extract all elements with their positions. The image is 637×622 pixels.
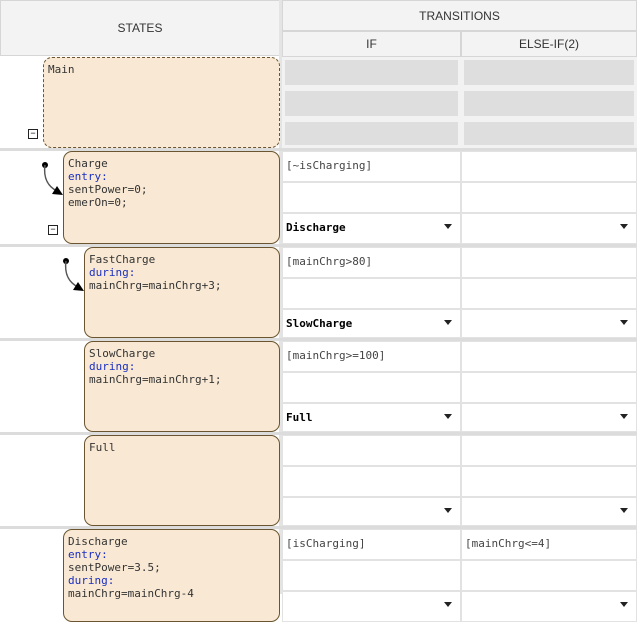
destination-dropdown[interactable] [461,497,637,526]
placeholder-cell [461,119,637,148]
if-condition-cell[interactable]: [mainChrg>80] [282,247,461,278]
if-column-header: IF [282,31,461,57]
destination-text: Discharge [286,221,346,234]
state-action-keyword: entry: [68,548,108,561]
else-if-condition-cell[interactable] [461,247,637,278]
else-if-column-header: ELSE-IF(2) [461,31,637,57]
state-name: Charge [68,157,108,170]
collapse-icon[interactable]: − [48,225,58,235]
placeholder-cell [282,88,461,119]
chevron-down-icon[interactable] [620,602,628,607]
state-action-keyword: entry: [68,170,108,183]
else-if-action-cell[interactable] [461,372,637,403]
state-box[interactable]: Main [43,57,280,148]
chevron-down-icon[interactable] [620,508,628,513]
else-if-action-cell[interactable] [461,560,637,591]
chevron-down-icon[interactable] [444,508,452,513]
destination-dropdown[interactable] [282,591,461,622]
else-if-action-cell[interactable] [461,278,637,309]
state-name: FastCharge [89,253,156,266]
placeholder-cell [282,119,461,148]
state-name: SlowCharge [89,347,156,360]
if-action-cell[interactable] [282,278,461,309]
if-action-cell[interactable] [282,466,461,497]
state-action: sentPower=0; [68,183,148,196]
destination-dropdown[interactable]: Full [282,403,461,432]
if-action-cell[interactable] [282,372,461,403]
state-action-keyword: during: [68,574,115,587]
condition-text: [isCharging] [286,537,366,550]
state-action-keyword: during: [89,360,136,373]
state-action: sentPower=3.5; [68,561,161,574]
chevron-down-icon[interactable] [620,224,628,229]
destination-text: Full [286,411,313,424]
states-header: STATES [0,0,280,56]
condition-text: [mainChrg>80] [286,255,373,268]
destination-dropdown[interactable]: Discharge [282,213,461,244]
chevron-down-icon[interactable] [620,320,628,325]
column-divider[interactable] [279,0,282,594]
state-action: mainChrg=mainChrg+1; [89,373,222,386]
else-if-condition-cell[interactable]: [mainChrg<=4] [461,529,637,560]
destination-dropdown[interactable] [461,309,637,338]
condition-text: [mainChrg<=4] [465,537,552,550]
row-separator [0,244,637,247]
chevron-down-icon[interactable] [444,224,452,229]
destination-dropdown[interactable] [461,403,637,432]
state-action-keyword: during: [89,266,136,279]
state-name: Main [48,63,75,76]
chevron-down-icon[interactable] [620,414,628,419]
row-separator [0,432,637,435]
if-condition-cell[interactable]: [mainChrg>=100] [282,341,461,372]
destination-dropdown[interactable] [461,591,637,622]
else-if-condition-cell[interactable] [461,435,637,466]
if-condition-cell[interactable]: [~isCharging] [282,151,461,182]
state-name: Full [89,441,116,454]
if-condition-cell[interactable]: [isCharging] [282,529,461,560]
placeholder-cell [282,57,461,88]
else-if-condition-cell[interactable] [461,151,637,182]
transitions-header: TRANSITIONS [282,0,637,31]
if-action-cell[interactable] [282,182,461,213]
row-separator [0,338,637,341]
placeholder-cell [461,88,637,119]
if-condition-cell[interactable] [282,435,461,466]
default-transition-arrow-icon [63,258,84,291]
chevron-down-icon[interactable] [444,320,452,325]
destination-dropdown[interactable]: SlowCharge [282,309,461,338]
state-action: mainChrg=mainChrg+3; [89,279,222,292]
destination-text: SlowCharge [286,317,353,330]
else-if-action-cell[interactable] [461,182,637,213]
state-name: Discharge [68,535,128,548]
else-if-action-cell[interactable] [461,466,637,497]
default-transition-arrow-icon [42,162,63,195]
condition-text: [mainChrg>=100] [286,349,386,362]
collapse-icon[interactable]: − [28,129,38,139]
chevron-down-icon[interactable] [444,414,452,419]
destination-dropdown[interactable] [461,213,637,244]
chevron-down-icon[interactable] [444,602,452,607]
row-separator [0,148,637,151]
state-action: emerOn=0; [68,196,128,209]
else-if-condition-cell[interactable] [461,341,637,372]
placeholder-cell [461,57,637,88]
if-action-cell[interactable] [282,560,461,591]
state-box[interactable]: Full [84,435,280,526]
condition-text: [~isCharging] [286,159,373,172]
destination-dropdown[interactable] [282,497,461,526]
row-separator [0,526,637,529]
